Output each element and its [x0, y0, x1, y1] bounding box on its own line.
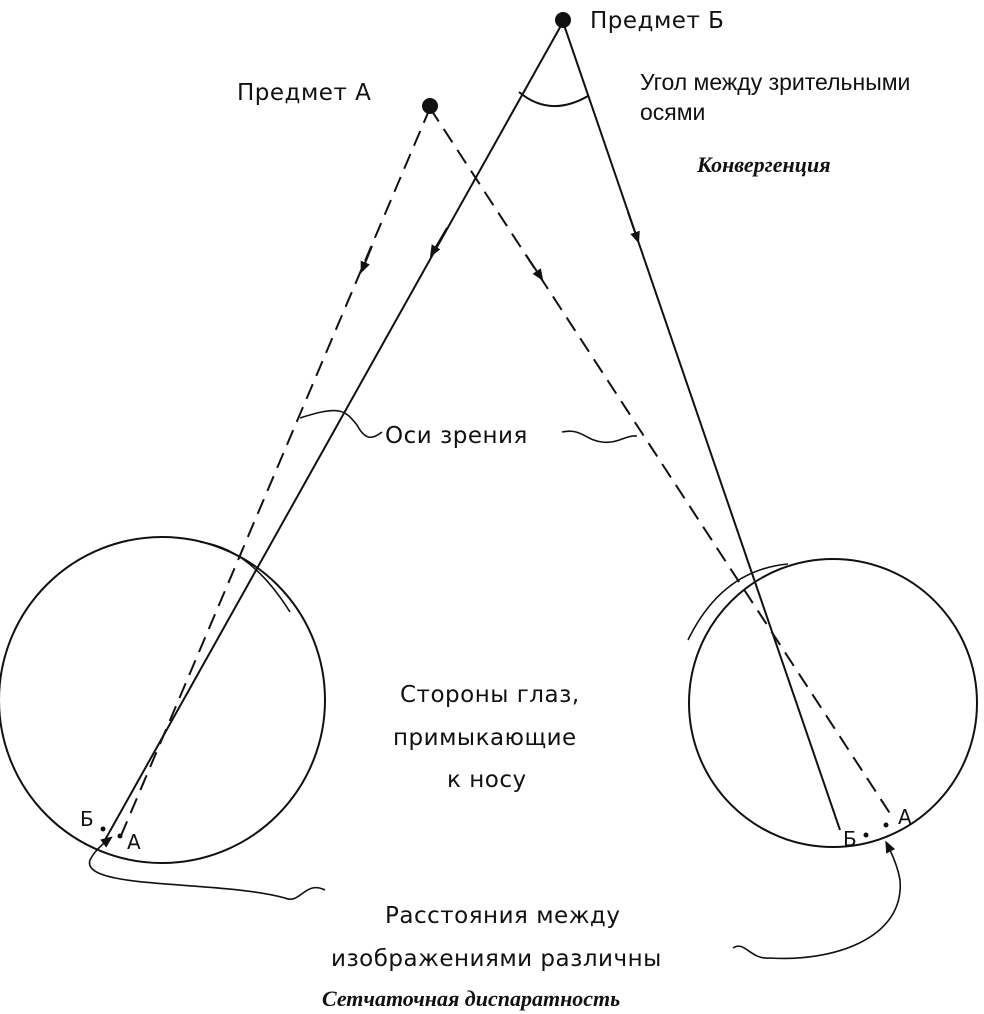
- distances-label-line1: Расстояния между: [385, 903, 620, 929]
- object-b-right-sight-line: [563, 22, 840, 830]
- object-a-right-sight-line: [430, 108, 893, 818]
- left-eye-cornea: [200, 542, 290, 612]
- disparity-leader-right: [733, 846, 900, 958]
- convergence-angle-arc: [519, 92, 588, 106]
- object-a-dot: [422, 98, 438, 114]
- visual-axes-label: Оси зрения: [385, 423, 528, 449]
- left-eye: [0, 537, 325, 863]
- arrow-b-right: [628, 212, 637, 238]
- right-eye-cornea: [688, 564, 788, 640]
- arrow-a-left: [363, 246, 372, 268]
- disparity-leader-left: [89, 840, 325, 899]
- right-eye-label-b: Б: [843, 827, 857, 851]
- left-eye-label-b: Б: [80, 807, 94, 831]
- right-eye-point-b: [864, 833, 869, 838]
- visual-axes-leader-right: [562, 431, 637, 442]
- angle-label-line1: Угол между зрительными: [640, 69, 910, 95]
- distances-label-line2: изображениями различны: [331, 946, 662, 972]
- left-eye-point-a: [118, 834, 123, 839]
- left-eye-label-a: А: [127, 830, 141, 854]
- object-b-dot: [555, 12, 571, 28]
- retinal-disparity-caption: Сетчаточная диспаратность: [322, 986, 620, 1011]
- left-eye-point-b: [101, 827, 106, 832]
- right-eye: [689, 559, 977, 847]
- object-a-label: Предмет А: [237, 80, 371, 106]
- right-eye-point-a: [884, 823, 889, 828]
- arrow-a-right: [526, 255, 540, 276]
- nasal-sides-line1: Стороны глаз,: [400, 682, 580, 708]
- right-eye-label-a: А: [898, 805, 912, 829]
- arrow-b-left: [433, 228, 447, 252]
- nasal-sides-line2: примыкающие: [393, 725, 577, 751]
- object-b-label: Предмет Б: [590, 8, 724, 34]
- convergence-caption: Конвергенция: [696, 152, 831, 177]
- angle-label-line2: осями: [640, 99, 705, 125]
- visual-axes-leader-left: [300, 411, 382, 438]
- nasal-sides-line3: к носу: [447, 767, 527, 793]
